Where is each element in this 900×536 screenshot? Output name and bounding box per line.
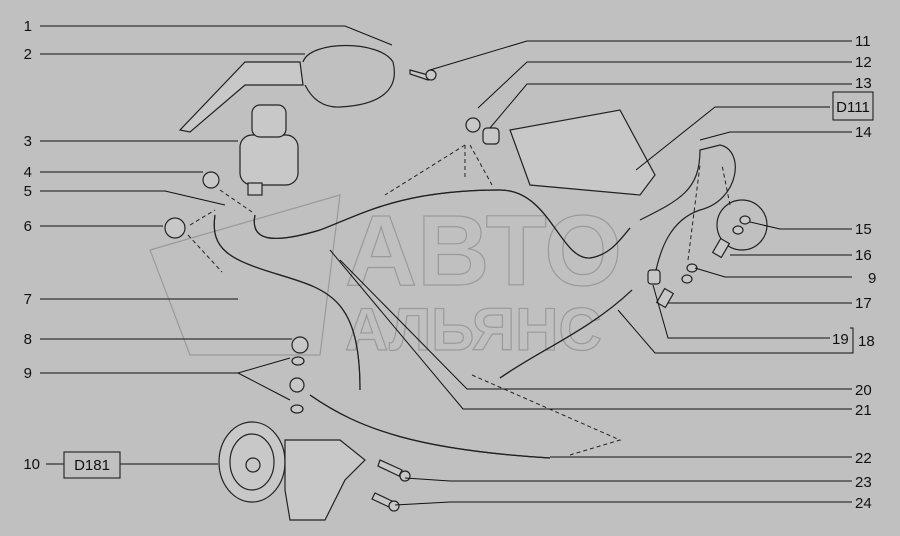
callout-18: 18 (858, 333, 875, 350)
callout-6: 6 (24, 218, 32, 235)
ref-d181: D181 (74, 457, 110, 474)
rack-13 (509, 109, 656, 196)
watermark-line2: АЛЬЯНС (345, 296, 602, 363)
callout-10: 10 (23, 456, 40, 473)
callout-7: 7 (24, 291, 32, 308)
ref-box-d111 (832, 91, 874, 121)
callout-20: 20 (855, 382, 872, 399)
callout-23: 23 (855, 474, 872, 491)
fittings-right (647, 199, 768, 309)
ref-d111: D111 (836, 99, 870, 116)
callout-11: 11 (855, 33, 871, 50)
bolts-23-24 (371, 459, 411, 512)
hoses (213, 144, 736, 459)
leader-lines (40, 25, 874, 506)
right-callouts: 11 12 13 D111 14 15 16 9 17 19 18 20 21 … (832, 33, 876, 512)
callout-3: 3 (24, 133, 32, 150)
watermark-line1: АВТО (345, 195, 622, 307)
callout-16: 16 (855, 247, 872, 264)
callout-9-right: 9 (868, 270, 876, 287)
bracket-2 (178, 45, 395, 133)
left-callouts: 1 2 3 4 5 6 7 8 9 10 D181 (23, 18, 110, 474)
callout-14: 14 (855, 124, 872, 141)
callout-4: 4 (24, 164, 32, 181)
clamps (164, 117, 500, 239)
reservoir-3 (239, 104, 299, 196)
callout-24: 24 (855, 495, 872, 512)
callout-9: 9 (24, 365, 32, 382)
callout-1: 1 (24, 18, 32, 35)
callout-17: 17 (855, 295, 872, 312)
callout-12: 12 (855, 54, 872, 71)
callout-5: 5 (24, 183, 32, 200)
callout-21: 21 (855, 402, 872, 419)
callout-22: 22 (855, 450, 872, 467)
watermark: АВТО АЛЬЯНС (149, 194, 623, 364)
assembly-arrows (187, 144, 731, 456)
callout-19: 19 (832, 331, 849, 348)
pump-10 (218, 336, 366, 521)
callout-2: 2 (24, 46, 32, 63)
callout-15: 15 (855, 221, 872, 238)
callout-13: 13 (855, 75, 872, 92)
callout-8: 8 (24, 331, 32, 348)
ref-box-d181 (63, 451, 121, 479)
bolt-11 (409, 69, 437, 81)
